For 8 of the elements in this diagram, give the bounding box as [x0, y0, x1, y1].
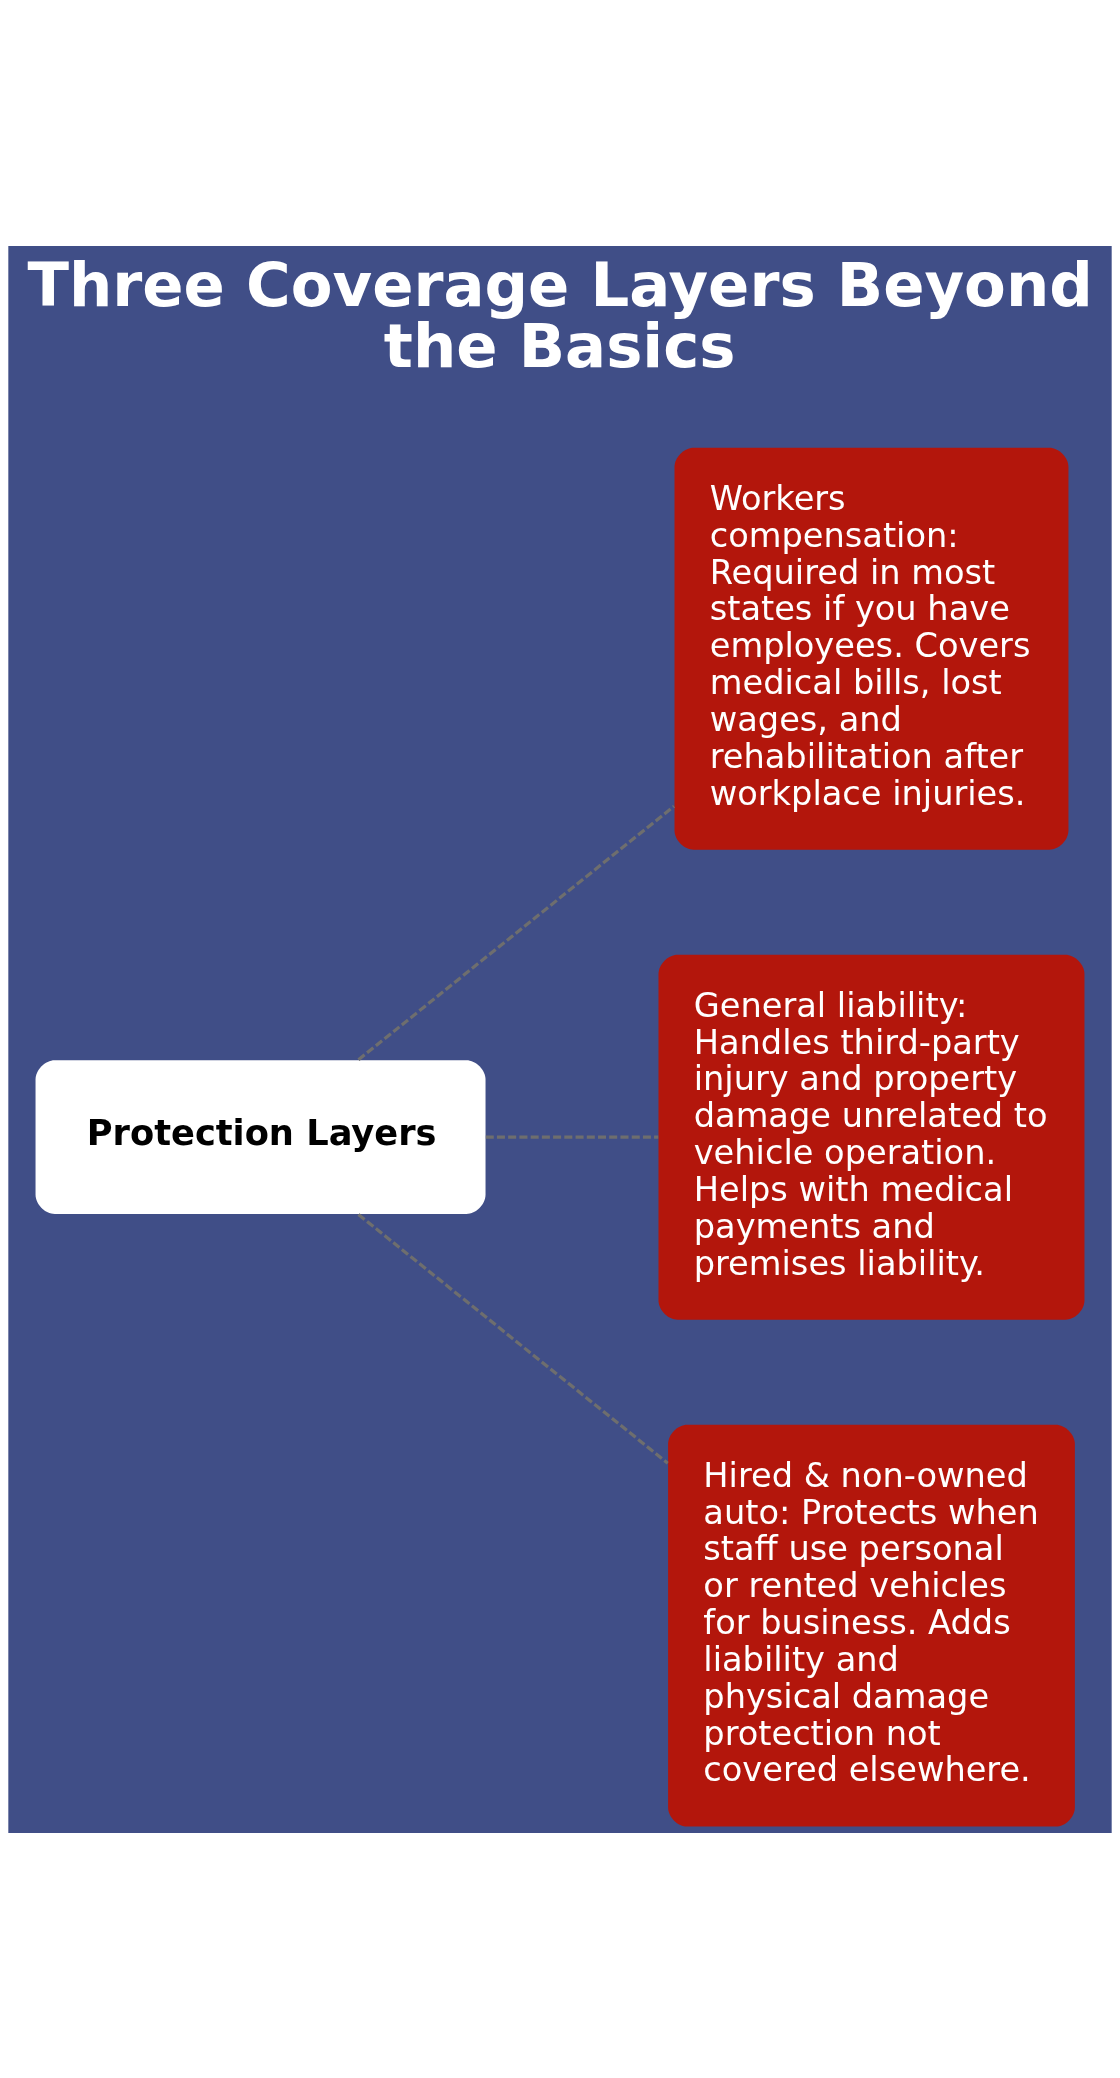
node-box: Protection Layers: [35, 1059, 486, 1214]
node-box: Hired & non-owned auto: Protects when staff use personal or rented vehicles for business. Adds liability and physical damage protection not covered elsewhere.: [668, 1424, 1075, 1827]
node-box: General liability: Handles third-party injury and property damage unrelated to vehicle operation. Helps with medical payments and premises liability.: [658, 954, 1085, 1320]
connector: [485, 1135, 659, 1139]
connector: [357, 1212, 669, 1464]
node-box: Workers compensation: Required in most states if you have employees. Covers medical bills, lost wages, and rehabilitation after workplace injuries.: [674, 447, 1069, 850]
diagram-title: Three Coverage Layers Beyond the Basics: [27, 249, 1093, 381]
connector: [357, 804, 676, 1061]
